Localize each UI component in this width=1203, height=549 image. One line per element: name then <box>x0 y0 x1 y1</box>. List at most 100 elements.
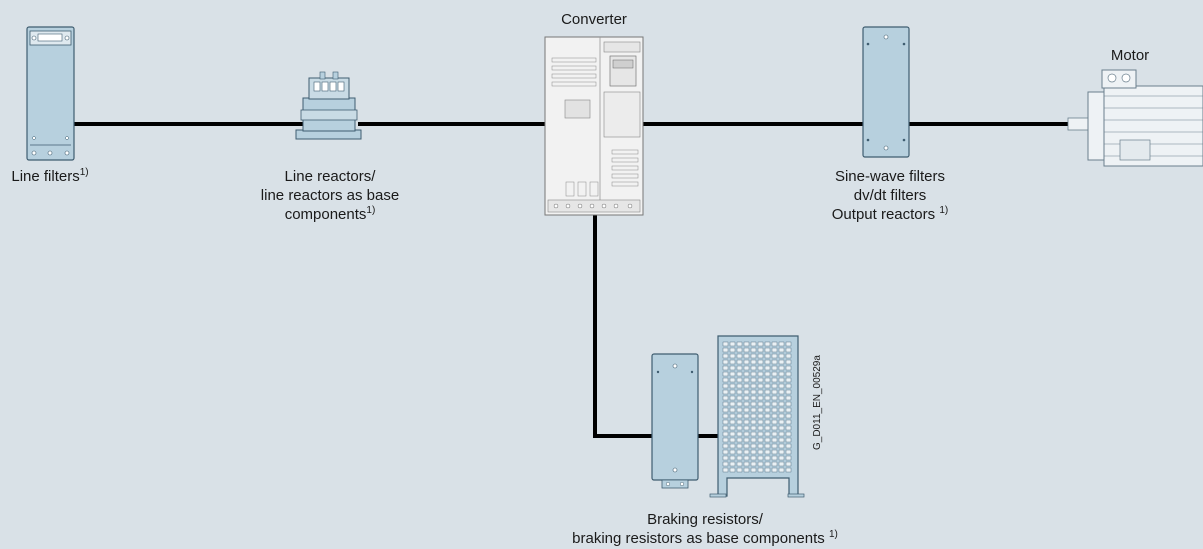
grid-hole <box>778 353 785 359</box>
sine-wave-filter-icon <box>862 26 910 158</box>
grid-hole <box>785 461 792 467</box>
grid-hole <box>736 383 743 389</box>
grid-hole <box>736 431 743 437</box>
grid-hole <box>757 437 764 443</box>
grid-hole <box>722 389 729 395</box>
grid-hole <box>764 461 771 467</box>
grid-hole <box>771 413 778 419</box>
grid-hole <box>722 407 729 413</box>
grid-hole <box>771 443 778 449</box>
grid-hole <box>757 371 764 377</box>
output-line3: Output reactors <box>831 206 940 223</box>
line-reactors-line2: line reactors as base <box>260 187 400 204</box>
grid-hole <box>771 347 778 353</box>
grid-hole <box>729 359 736 365</box>
grid-hole <box>736 395 743 401</box>
grid-hole <box>736 443 743 449</box>
grid-hole <box>750 377 757 383</box>
grid-hole <box>729 371 736 377</box>
grid-hole <box>729 407 736 413</box>
grid-hole <box>757 389 764 395</box>
grid-hole <box>736 353 743 359</box>
grid-hole <box>722 419 729 425</box>
grid-hole <box>743 455 750 461</box>
grid-hole <box>729 461 736 467</box>
braking-line2: braking resistors as base components <box>572 530 829 547</box>
grid-hole <box>722 365 729 371</box>
grid-hole <box>750 431 757 437</box>
grid-hole <box>736 347 743 353</box>
grid-hole <box>785 383 792 389</box>
line-reactors-line1: Line reactors/ <box>284 168 376 185</box>
grid-hole <box>750 413 757 419</box>
grid-hole <box>757 419 764 425</box>
grid-hole <box>729 449 736 455</box>
grid-hole <box>750 371 757 377</box>
grid-hole <box>764 419 771 425</box>
grid-hole <box>722 467 729 473</box>
grid-hole <box>785 365 792 371</box>
grid-hole <box>750 437 757 443</box>
label-motor: Motor <box>1098 46 1162 65</box>
cables <box>74 122 1070 438</box>
label-converter: Converter <box>540 10 648 29</box>
grid-hole <box>729 395 736 401</box>
grid-hole <box>757 449 764 455</box>
grid-hole <box>743 353 750 359</box>
grid-hole <box>757 401 764 407</box>
grid-hole <box>778 395 785 401</box>
grid-hole <box>764 437 771 443</box>
line-reactor-icon <box>295 71 362 140</box>
grid-hole <box>722 377 729 383</box>
grid-hole <box>785 467 792 473</box>
grid-hole <box>722 443 729 449</box>
grid-hole <box>771 365 778 371</box>
grid-hole <box>764 413 771 419</box>
grid-hole <box>736 341 743 347</box>
grid-hole <box>785 347 792 353</box>
grid-hole <box>729 377 736 383</box>
grid-hole <box>771 371 778 377</box>
grid-hole <box>778 371 785 377</box>
grid-hole <box>743 431 750 437</box>
grid-hole <box>750 455 757 461</box>
grid-hole <box>764 377 771 383</box>
grid-hole <box>785 359 792 365</box>
grid-hole <box>750 401 757 407</box>
grid-hole <box>743 443 750 449</box>
grid-hole <box>736 401 743 407</box>
grid-hole <box>722 401 729 407</box>
grid-hole <box>778 401 785 407</box>
grid-hole <box>750 443 757 449</box>
grid-hole <box>785 413 792 419</box>
grid-hole <box>757 383 764 389</box>
grid-hole <box>764 455 771 461</box>
grid-hole <box>722 449 729 455</box>
grid-hole <box>750 461 757 467</box>
grid-hole <box>785 401 792 407</box>
grid-hole <box>722 431 729 437</box>
grid-hole <box>757 353 764 359</box>
grid-hole <box>729 419 736 425</box>
grid-hole <box>764 467 771 473</box>
grid-hole <box>771 425 778 431</box>
grid-hole <box>750 359 757 365</box>
grid-hole <box>771 377 778 383</box>
grid-hole <box>722 425 729 431</box>
grid-hole <box>771 395 778 401</box>
grid-hole <box>736 449 743 455</box>
grid-hole <box>743 437 750 443</box>
grid-hole <box>757 443 764 449</box>
grid-hole <box>743 407 750 413</box>
grid-hole <box>771 419 778 425</box>
braking-footnote: 1) <box>828 529 838 540</box>
grid-hole <box>722 383 729 389</box>
grid-hole <box>778 431 785 437</box>
grid-hole <box>785 341 792 347</box>
grid-hole <box>729 341 736 347</box>
grid-hole <box>729 431 736 437</box>
grid-hole <box>778 425 785 431</box>
grid-hole <box>743 341 750 347</box>
grid-hole <box>743 413 750 419</box>
grid-hole <box>778 449 785 455</box>
